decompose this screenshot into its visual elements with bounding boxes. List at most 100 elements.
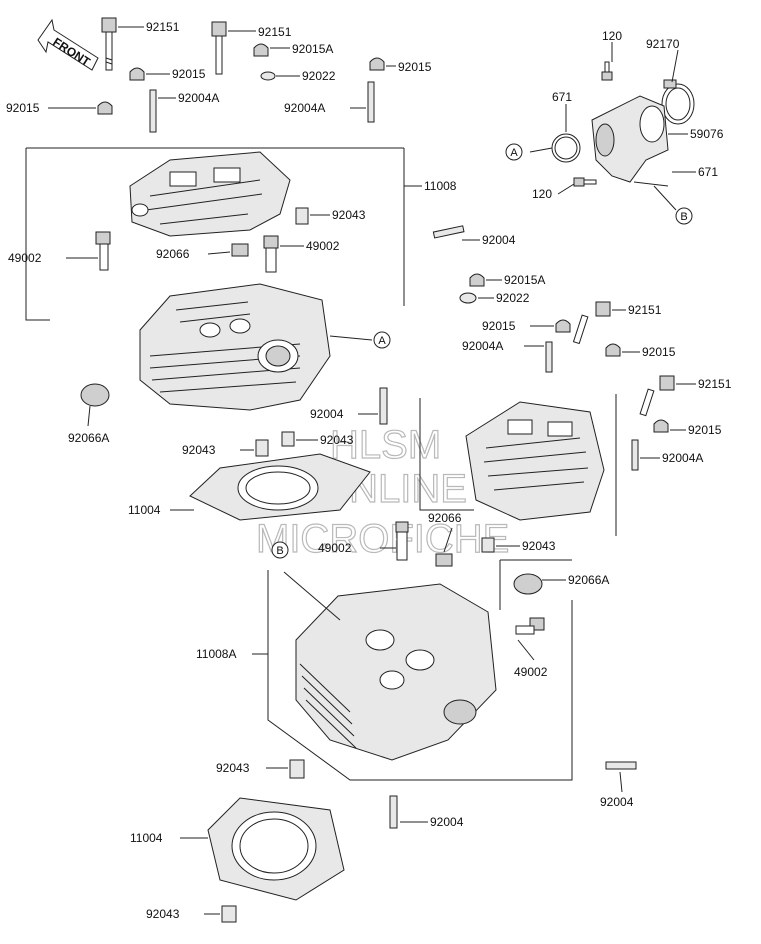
stud-92004-d: [389, 795, 398, 829]
label-92043-e: 92043: [216, 761, 250, 775]
label-92043-a: 92043: [332, 208, 366, 222]
label-92170: 92170: [646, 37, 680, 51]
stud-92004-b: [379, 387, 388, 425]
front-head-cover: [465, 401, 605, 521]
bracket-11008A: [252, 559, 573, 781]
callout-a-2: A: [373, 331, 391, 349]
label-92004-d: 92004: [430, 815, 464, 829]
label-92015-b: 92015: [398, 60, 432, 74]
cap-nut-92015A-a: [253, 43, 269, 57]
label-92066-b: 92066: [428, 511, 462, 525]
label-92066A-b: 92066A: [568, 573, 609, 587]
label-92004A-b: 92004A: [284, 101, 325, 115]
bolt-92151-d: [639, 375, 675, 417]
label-49002-d: 49002: [514, 665, 548, 679]
leader-lines: [48, 26, 696, 915]
stud-92004A-d: [631, 439, 639, 471]
label-92043-d: 92043: [522, 539, 556, 553]
label-92066-a: 92066: [156, 247, 190, 261]
bracket-11008: [25, 147, 422, 321]
cap-nut-92015-a: [129, 67, 145, 81]
label-92022-a: 92022: [302, 69, 336, 83]
label-92004-b: 92004: [310, 407, 344, 421]
sleeve-92043-c: [281, 431, 295, 447]
o-ring-671-a: [551, 133, 581, 163]
watermark-line-3: MICROFICHE: [256, 517, 509, 561]
label-671-a: 671: [552, 90, 572, 104]
label-92151-d: 92151: [698, 377, 732, 391]
rear-head-cover: [129, 151, 291, 237]
cap-nut-92015-d: [555, 319, 571, 333]
svg-text:B: B: [680, 211, 687, 223]
front-direction-arrow: FRONT: [37, 18, 99, 71]
cap-nut-92015-b: [369, 57, 385, 71]
callout-b-1: B: [675, 207, 693, 225]
svg-text:A: A: [510, 147, 518, 159]
valve-guide-49002-b: [263, 235, 279, 273]
label-92043-b: 92043: [182, 443, 216, 457]
label-92015-f: 92015: [688, 423, 722, 437]
stud-92004-c: [605, 761, 637, 770]
stud-92004A-c: [545, 341, 553, 373]
plug-92066-a: [231, 243, 249, 257]
svg-text:B: B: [276, 545, 283, 557]
plug-92066A-a: [80, 383, 110, 407]
water-outlet-59076: [591, 95, 669, 183]
stud-92004A-b: [367, 81, 375, 123]
label-92015-e: 92015: [642, 345, 676, 359]
label-92015A-a: 92015A: [292, 42, 333, 56]
label-92004A-a: 92004A: [178, 91, 219, 105]
plug-92066-b: [435, 553, 453, 567]
label-92004-a: 92004: [482, 233, 516, 247]
sleeve-92043-a: [295, 207, 309, 225]
plug-92066A-b: [513, 573, 543, 595]
sleeve-92043-b: [255, 439, 269, 457]
label-49002-b: 49002: [306, 239, 340, 253]
bolt-120-b: [573, 177, 597, 187]
label-92004A-c: 92004A: [462, 339, 503, 353]
cap-nut-92015-c: [97, 101, 113, 115]
part-labels: 92151 92151 92015A 92015 92022 92015 920…: [6, 20, 732, 921]
stud-92004A-a: [149, 89, 157, 133]
cap-nut-92015A-b: [469, 273, 485, 287]
label-92043-c: 92043: [320, 433, 354, 447]
valve-guide-49002-c: [395, 521, 409, 561]
washer-92022-a: [260, 71, 276, 81]
hose-clamp-92170: [661, 79, 695, 125]
sleeve-92043-f: [221, 905, 237, 923]
bracket-front-cover: [419, 394, 617, 536]
callout-b-2: B: [271, 541, 289, 559]
bolt-92151-b: [211, 21, 227, 75]
head-gasket-11004-b: [207, 797, 345, 901]
washer-92022-b: [459, 292, 477, 304]
label-11004-a: 11004: [128, 503, 161, 517]
front-cylinder-head: [295, 583, 497, 761]
label-49002-c: 49002: [318, 541, 352, 555]
label-92004A-d: 92004A: [662, 451, 703, 465]
cap-nut-92015-e: [605, 343, 621, 357]
bolt-120-a: [601, 61, 613, 81]
label-59076: 59076: [690, 127, 724, 141]
valve-guide-49002-d: [515, 617, 545, 635]
label-49002-a: 49002: [8, 251, 42, 265]
watermark: HLSM ONLINE MICROFICHE: [255, 422, 510, 561]
label-92022-b: 92022: [496, 291, 530, 305]
cap-nut-92015-f: [653, 419, 669, 433]
sleeve-92043-e: [289, 759, 305, 779]
label-92015-c: 92015: [6, 101, 40, 115]
label-92015-d: 92015: [482, 319, 516, 333]
label-92066A-a: 92066A: [68, 431, 109, 445]
callout-a-1: A: [505, 143, 523, 161]
stud-92004-a: [432, 225, 465, 239]
label-120-b: 120: [532, 187, 552, 201]
sleeve-92043-d: [481, 537, 495, 553]
watermark-line-1: HLSM: [330, 423, 441, 467]
label-671-b: 671: [698, 165, 718, 179]
label-92151-c: 92151: [628, 303, 662, 317]
label-11004-b: 11004: [130, 831, 163, 845]
label-92151-a: 92151: [146, 20, 180, 34]
head-gasket-11004-a: [189, 453, 371, 521]
label-92015A-b: 92015A: [504, 273, 545, 287]
label-92015-a: 92015: [172, 67, 206, 81]
